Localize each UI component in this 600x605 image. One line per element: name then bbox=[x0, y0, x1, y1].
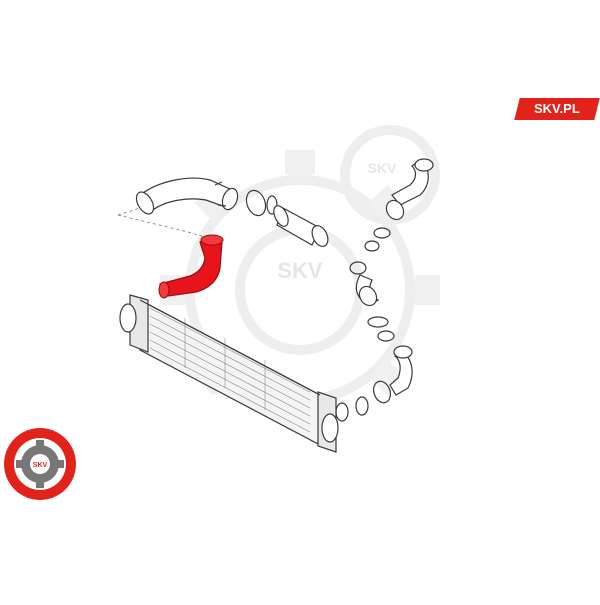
brand-badge-text: SKV.PL bbox=[534, 101, 580, 116]
right-clamps bbox=[335, 227, 395, 422]
watermark-text-1: SKV bbox=[277, 258, 323, 283]
upper-left-pipe bbox=[135, 177, 239, 215]
right-middle-pipe bbox=[355, 274, 380, 307]
skv-seal-logo: SKV bbox=[4, 428, 76, 500]
watermark-text-2: SKV bbox=[368, 160, 397, 176]
upper-coupling-hose bbox=[273, 205, 329, 247]
seal-center-text: SKV bbox=[33, 462, 48, 469]
right-upper-pipe bbox=[385, 158, 434, 221]
brand-badge: SKV.PL bbox=[514, 98, 600, 120]
upper-clamps bbox=[245, 189, 278, 217]
highlighted-hose bbox=[158, 234, 224, 299]
intercooler-core bbox=[119, 294, 339, 453]
leader-lines bbox=[117, 207, 209, 239]
right-lower-pipe bbox=[389, 345, 413, 396]
